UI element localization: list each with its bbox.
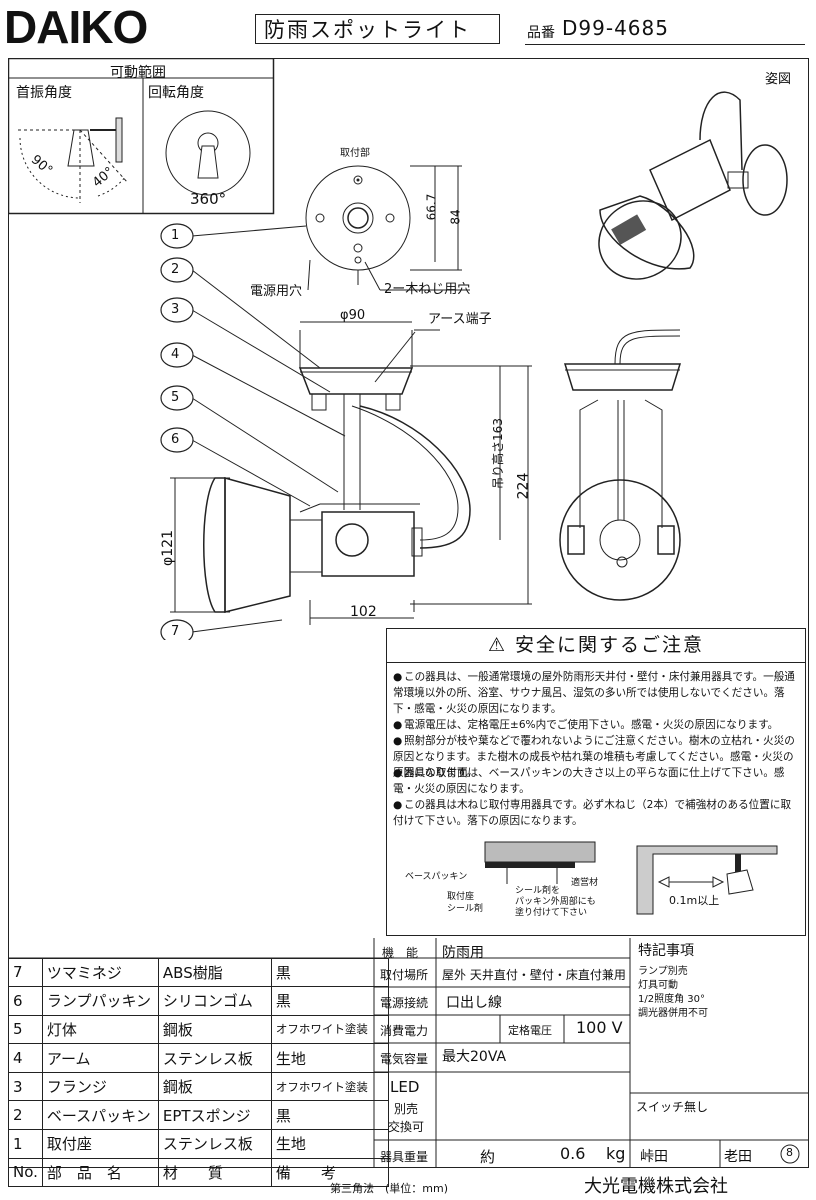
swing-angle-label: 首振角度 [16,85,72,101]
fig-mount-seat: 取付座 [447,892,475,902]
callout-5: 5 [171,390,180,405]
spec-rated-voltage: 100 V [576,1018,623,1037]
spec-place-label: 取付場所 [380,968,429,982]
spec-weight: 0.6 [560,1144,586,1163]
spec-lamp-sold: 別売 [394,1102,419,1116]
dim-102: 102 [350,604,377,620]
product-title: 防雨スポットライト [255,14,500,44]
mount-part-label: 取付部 [340,148,370,159]
parts-header-row: No.部 品 名材 質備 考 [8,1157,389,1188]
power-hole-label: 電源用穴 [250,284,303,299]
technical-drawing [160,91,788,640]
fig-reinforce: 適営材 [571,878,599,888]
spec-weight-label: 器具重量 [380,1150,429,1164]
spec-consumption-label: 消費電力 [380,1024,429,1038]
callout-3: 3 [171,302,180,317]
spec-capacity-label: 電気容量 [380,1052,429,1066]
spec-lamp-exchange: 交換可 [388,1120,425,1134]
drafter-name: 峠田 [640,1149,668,1165]
spec-weight-unit: kg [606,1144,626,1163]
notes-label: 特記事項 [638,943,694,959]
safety-title: ⚠ 安全に関するご注意 [387,629,805,663]
angle-360-label: 360° [190,190,227,208]
callout-6: 6 [171,432,180,447]
spec-function-label: 機 能 [382,946,419,960]
movable-range-diagram [8,58,275,215]
fig-base-packing: ベースパッキン [405,872,468,882]
note-2: 灯具可動 [638,980,678,991]
safety-item-5: ●この器具は木ねじ取付専用器具です。必ず木ねじ（2本）で補強材のある位置に取付け… [393,799,792,827]
spec-capacity: 最大20VA [442,1049,507,1065]
spec-rated-voltage-label: 定格電圧 [508,1024,552,1037]
fig-sealant: シール剤 [447,904,484,914]
fig-seal-note2: パッキン外周部にも [515,897,596,907]
fig-seal-note: シール剤を [515,886,561,896]
screw-hole-label: 2ー木ねじ用穴 [384,282,471,297]
warning-triangle-icon: ⚠ [487,634,516,656]
company-name: 大光電機株式会社 [584,1176,728,1197]
callout-4: 4 [171,347,180,362]
safety-notice: ⚠ 安全に関するご注意 ●この器具は、一般通常環境の屋外防雨形天井付・壁付・床付… [386,628,806,936]
installation-figure [484,841,778,915]
fig-seal-note3: 塗り付けて下さい [515,908,588,918]
note-3: 1/2照度角 30° [638,994,705,1005]
spec-power-label: 電源接続 [380,996,429,1010]
callout-2: 2 [171,262,180,277]
dia-90-label: φ90 [340,308,366,323]
note-1: ランプ別売 [638,966,688,977]
part-number-underline [525,44,805,45]
daiko-logo: DAIKO [4,1,148,53]
callout-7: 7 [171,624,180,639]
spec-power: 口出し線 [446,995,502,1011]
part-number: D99-4685 [562,16,669,40]
earth-terminal-label: アース端子 [428,312,492,327]
movable-range-title: 可動範囲 [110,65,166,81]
callout-1: 1 [171,228,180,243]
rotation-angle-label: 回転角度 [148,85,204,101]
safety-item-3: ●照射部分が枝や葉などで覆われないようにご注意ください。樹木の立枯れ・火災の原因… [393,735,795,779]
part-number-label: 品番 [527,25,555,41]
note-4: 調光器併用不可 [638,1008,708,1019]
safety-item-1: ●この器具は、一般通常環境の屋外防雨形天井付・壁付・床付兼用器具です。一般通常環… [393,671,795,715]
view-label: 姿図 [765,72,792,87]
projection-note: 第三角法 (単位：mm) [330,1182,449,1195]
drawing-frame [8,58,809,1168]
sheet-number: 8 [786,1146,793,1159]
spec-weight-approx: 約 [480,1148,496,1166]
spec-place: 屋外 天井直付・壁付・床直付兼用 [442,968,626,982]
safety-item-2: ●電源電圧は、定格電圧±6%内でご使用下さい。感電・火災の原因になります。 [393,719,779,731]
checker-name: 老田 [724,1149,752,1165]
spec-lamp-led: LED [390,1078,420,1096]
fig-distance: 0.1m以上 [669,894,720,907]
spec-function: 防雨用 [442,945,484,961]
switch-note: スイッチ無し [636,1100,709,1114]
safety-item-4: ●器具の取付面は、ベースパッキンの大きさ以上の平らな面に仕上げて下さい。感電・火… [393,767,785,795]
